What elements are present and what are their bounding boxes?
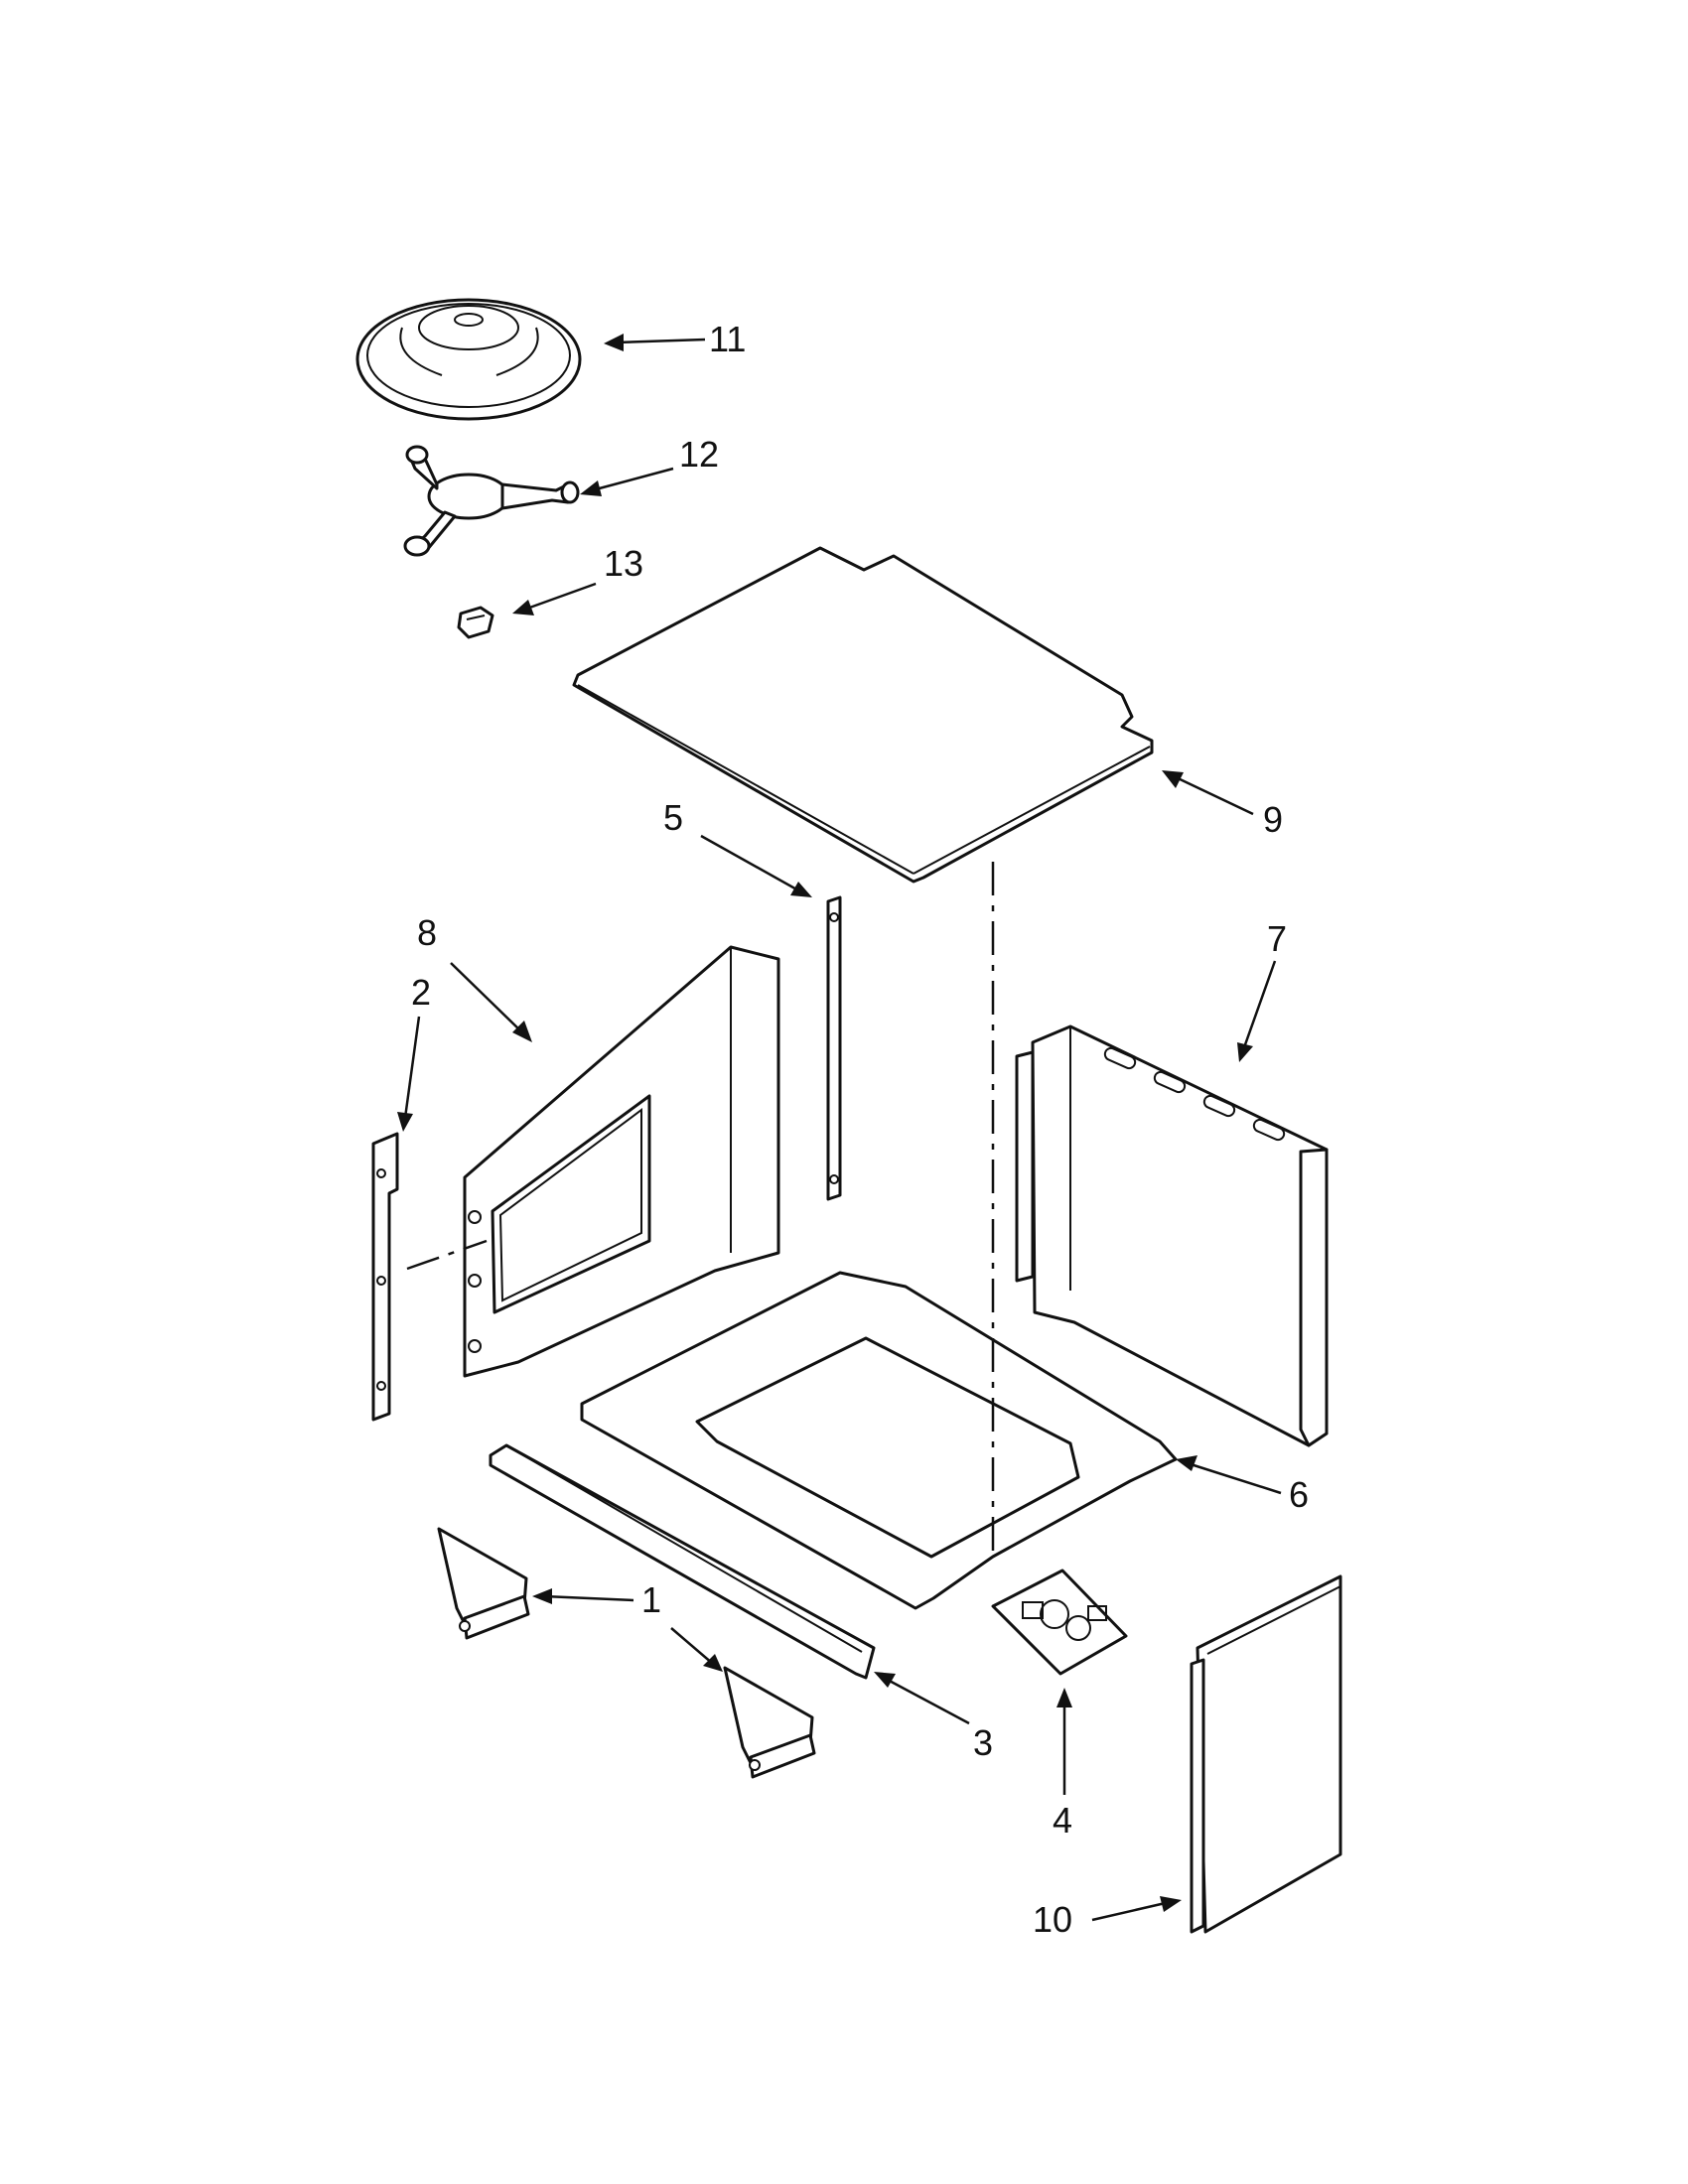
- part-1-bracket-upper: [437, 1527, 530, 1640]
- part-4-control-board: [991, 1569, 1128, 1676]
- callout-2: 2: [411, 972, 431, 1013]
- callout-13: 13: [604, 543, 643, 584]
- callout-3: 3: [973, 1722, 993, 1763]
- callout-6: 6: [1289, 1474, 1309, 1515]
- part-9-top-panel: [572, 546, 1154, 884]
- callout-4: 4: [1053, 1800, 1072, 1841]
- part-5-strip: [826, 895, 842, 1201]
- part-10-panel: [1190, 1574, 1342, 1934]
- leader-arrows: [397, 334, 1282, 1922]
- part-6-bottom-tray: [580, 1271, 1178, 1610]
- part-2-strip: [371, 1132, 399, 1422]
- callout-10: 10: [1033, 1899, 1072, 1940]
- callout-7: 7: [1267, 918, 1287, 959]
- callout-1: 1: [641, 1579, 661, 1620]
- part-1-bracket-lower: [723, 1666, 816, 1779]
- alignment-line-left: [406, 1239, 488, 1271]
- part-3-front-rail: [489, 1443, 876, 1680]
- part-12-roller-support: [403, 445, 580, 557]
- part-13-coupler: [457, 606, 494, 639]
- callout-8: 8: [417, 912, 437, 953]
- callout-12: 12: [679, 434, 719, 475]
- callout-9: 9: [1263, 799, 1283, 840]
- part-11-turntable-tray: [355, 298, 582, 421]
- callout-11: 11: [709, 319, 746, 359]
- part-8-left-side-panel: [463, 945, 780, 1378]
- part-7-right-side-panel: [1015, 1024, 1329, 1447]
- callout-5: 5: [663, 797, 683, 838]
